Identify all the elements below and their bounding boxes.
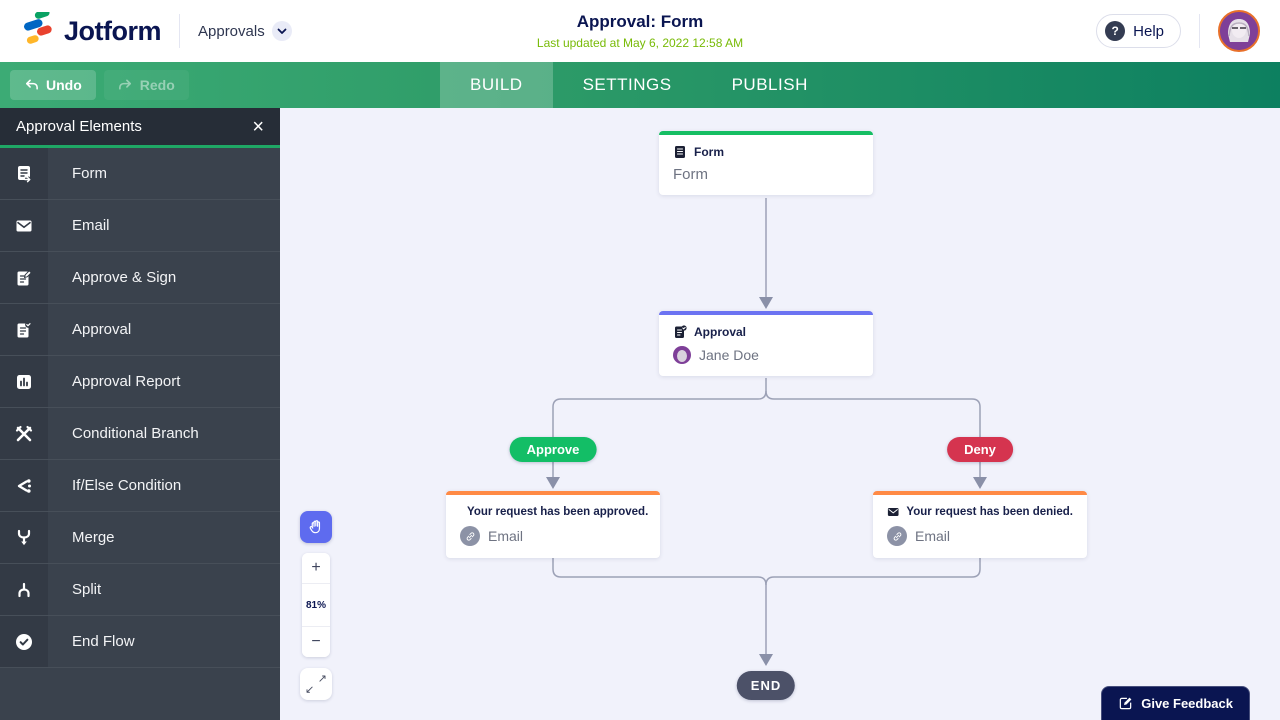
flow-connectors (546, 198, 987, 666)
tab-publish[interactable]: PUBLISH (731, 75, 808, 94)
deny-branch-badge[interactable]: Deny (947, 437, 1013, 462)
end-flow-icon (0, 616, 48, 667)
sidebar-item-label: If/Else Condition (72, 477, 182, 494)
zoom-out-button[interactable]: − (302, 627, 330, 657)
sidebar-item-label: Split (72, 581, 102, 598)
tab-build[interactable]: BUILD (440, 62, 553, 108)
question-icon: ? (1105, 21, 1126, 41)
jotform-logo[interactable]: Jotform (20, 8, 162, 51)
panel-title: Approval Elements (16, 118, 142, 135)
approve-branch-badge[interactable]: Approve (509, 437, 597, 462)
link-icon (460, 526, 480, 546)
help-button[interactable]: ? Help (1096, 14, 1181, 48)
give-feedback-button[interactable]: Give Feedback (1101, 686, 1250, 720)
sidebar-item-form[interactable]: Form (0, 148, 280, 200)
sidebar-item-label: Approve & Sign (72, 269, 177, 286)
approval-report-icon (0, 356, 48, 407)
sidebar-item-conditional-branch[interactable]: Conditional Branch (0, 408, 280, 460)
email-node-icon (887, 508, 899, 516)
panel-header: Approval Elements × (0, 108, 280, 148)
last-updated-text: Last updated at May 6, 2022 12:58 AM (536, 36, 744, 50)
hand-icon (309, 520, 321, 534)
header-separator (1199, 14, 1200, 48)
redo-button[interactable]: Redo (103, 70, 189, 100)
split-icon (0, 564, 48, 615)
feedback-label: Give Feedback (1141, 696, 1233, 711)
zoom-in-button[interactable]: + (302, 553, 330, 583)
approval-node-icon (675, 325, 687, 338)
form-node-title: Form (694, 145, 724, 159)
approvals-dropdown[interactable]: Approvals (198, 21, 292, 41)
assignee-name: Jane Doe (699, 347, 759, 363)
approve-sign-icon (0, 252, 48, 303)
sidebar-item-label: Approval Report (72, 373, 181, 390)
sidebar-item-end-flow[interactable]: End Flow (0, 616, 280, 668)
email-icon (0, 200, 48, 251)
build-toolbar: Undo Redo BUILD SETTINGS PUBLISH (0, 62, 1280, 108)
toolbar-tabs: BUILD SETTINGS PUBLISH (440, 62, 838, 108)
form-node-icon (675, 146, 685, 158)
page-title: Approval: Form (576, 12, 704, 31)
form-icon (0, 148, 48, 199)
fit-screen-button[interactable]: ↗ ↙ (300, 668, 332, 700)
approval-icon (0, 304, 48, 355)
jotform-logo-icon (20, 8, 54, 51)
form-node[interactable]: Form Form (659, 131, 873, 195)
chevron-down-icon (271, 21, 292, 41)
sidebar-item-label: Form (72, 165, 107, 182)
email-denied-subtitle: Email (915, 528, 951, 544)
sidebar-item-merge[interactable]: Merge (0, 512, 280, 564)
form-node-subtitle: Form (673, 166, 708, 183)
sidebar-item-approve-sign[interactable]: Approve & Sign (0, 252, 280, 304)
flow-canvas[interactable]: Form Form Approval Jane Doe Approve Deny… (280, 108, 1280, 720)
conditional-branch-icon (0, 408, 48, 459)
sidebar-item-label: Merge (72, 529, 115, 546)
sidebar-item-email[interactable]: Email (0, 200, 280, 252)
close-icon[interactable]: × (252, 115, 264, 138)
sidebar-item-label: End Flow (72, 633, 135, 650)
sidebar-item-split[interactable]: Split (0, 564, 280, 616)
assignee-avatar (673, 346, 691, 364)
sidebar-item-label: Email (72, 217, 110, 234)
zoom-level: 81% (302, 583, 330, 627)
zoom-controls: + 81% − (302, 553, 330, 657)
sidebar-item-approval[interactable]: Approval (0, 304, 280, 356)
header-separator (179, 14, 180, 48)
merge-icon (0, 512, 48, 563)
approvals-dropdown-label: Approvals (198, 22, 265, 40)
pan-tool-button[interactable] (300, 511, 332, 543)
approval-node[interactable]: Approval Jane Doe (659, 311, 873, 376)
feedback-icon (1119, 697, 1132, 710)
sidebar-item-label: Conditional Branch (72, 425, 199, 442)
sidebar-item-if-else-condition[interactable]: If/Else Condition (0, 460, 280, 512)
email-denied-title: Your request has been denied. (906, 506, 1073, 518)
end-node: END (736, 671, 796, 700)
arrow-sw-icon: ↙ (305, 684, 315, 696)
user-avatar[interactable] (1218, 10, 1260, 52)
approval-elements-panel: Approval Elements × Form Email Approve &… (0, 108, 280, 720)
approval-node-title: Approval (694, 325, 747, 339)
email-approved-subtitle: Email (488, 528, 524, 544)
undo-label: Undo (46, 77, 82, 93)
email-denied-node[interactable]: Your request has been denied. Email (873, 491, 1087, 558)
redo-icon (118, 79, 131, 90)
link-icon (887, 526, 907, 546)
arrow-ne-icon: ↗ (317, 673, 327, 685)
help-label: Help (1133, 22, 1164, 40)
redo-label: Redo (139, 77, 175, 93)
if-else-condition-icon (0, 460, 48, 511)
undo-button[interactable]: Undo (10, 70, 96, 100)
sidebar-item-approval-report[interactable]: Approval Report (0, 356, 280, 408)
email-approved-title: Your request has been approved. (467, 506, 649, 518)
app-header: Jotform Approvals Approval: Form Last up… (0, 0, 1280, 62)
email-approved-node[interactable]: Your request has been approved. Email (446, 491, 660, 558)
brand-name: Jotform (64, 15, 162, 46)
sidebar-item-label: Approval (72, 321, 132, 338)
undo-icon (26, 79, 38, 90)
page-title-block: Approval: Form Last updated at May 6, 20… (537, 12, 743, 50)
tab-settings[interactable]: SETTINGS (582, 75, 672, 94)
